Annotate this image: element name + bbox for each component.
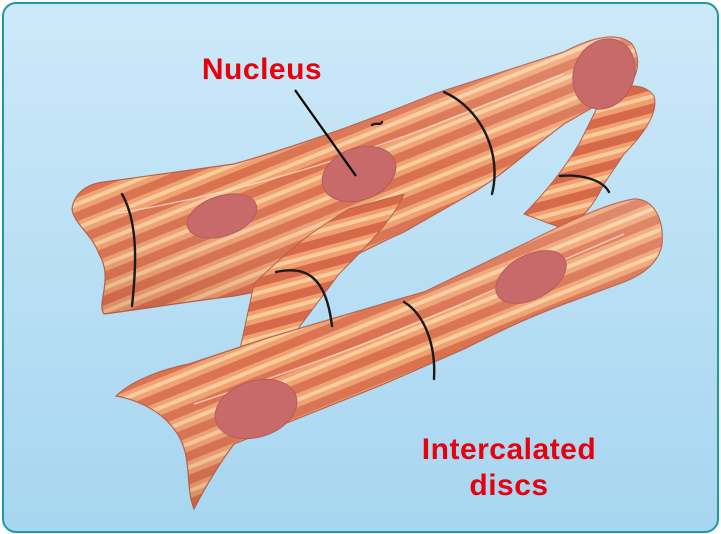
nucleus-label: Nucleus bbox=[182, 52, 342, 88]
intercalated-discs-label-line1: Intercalated bbox=[384, 432, 634, 468]
intercalated-discs-label-line2: discs bbox=[384, 468, 634, 504]
intercalated-discs-label: Intercalated discs bbox=[384, 432, 634, 504]
